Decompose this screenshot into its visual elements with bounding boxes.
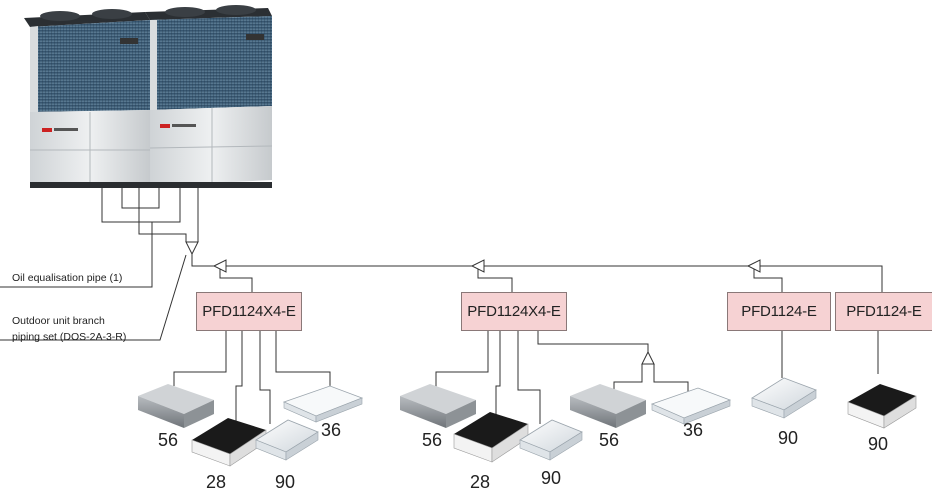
black-cassette-unit-icon	[453, 412, 529, 463]
white-cassette-unit-icon	[751, 377, 817, 419]
controller-box-4: PFD1124-E	[835, 292, 932, 331]
capacity-label: 90	[541, 468, 562, 488]
branch-joint-icon	[185, 241, 761, 365]
controller-box-1: PFD1124X4-E	[196, 292, 302, 331]
ducted-indoor-unit-icon	[138, 384, 214, 428]
ducted-indoor-unit-icon	[570, 384, 646, 428]
oil-equalisation-label: Oil equalisation pipe (1)	[12, 272, 123, 284]
capacity-label: 56	[422, 430, 443, 450]
capacity-label: 90	[868, 434, 889, 454]
capacity-label: 36	[683, 420, 704, 440]
capacity-label: 36	[321, 420, 342, 440]
capacity-label: 90	[778, 428, 799, 448]
capacity-label: 56	[158, 430, 179, 450]
piping-lines	[0, 188, 883, 424]
capacity-label: 28	[206, 472, 227, 492]
white-cassette-unit-icon	[519, 419, 583, 461]
capacity-label: 56	[599, 430, 620, 450]
branch-kit-label-line2: piping set (DOS-2A-3-R)	[12, 331, 127, 343]
capacity-label: 90	[275, 472, 296, 492]
ducted-indoor-unit-icon	[400, 384, 476, 428]
controller-box-2: PFD1124X4-E	[461, 292, 567, 331]
white-cassette-unit-icon	[255, 419, 319, 461]
capacity-label: 28	[470, 472, 491, 492]
outdoor-unit-icon	[24, 5, 273, 188]
controller-box-3: PFD1124-E	[727, 292, 831, 331]
black-cassette-unit-icon	[191, 418, 267, 467]
black-cassette-unit-icon	[847, 384, 917, 429]
branch-kit-label-line1: Outdoor unit branch	[12, 315, 105, 327]
ceiling-suspended-unit-icon	[650, 387, 732, 425]
ceiling-suspended-unit-icon	[282, 385, 364, 423]
